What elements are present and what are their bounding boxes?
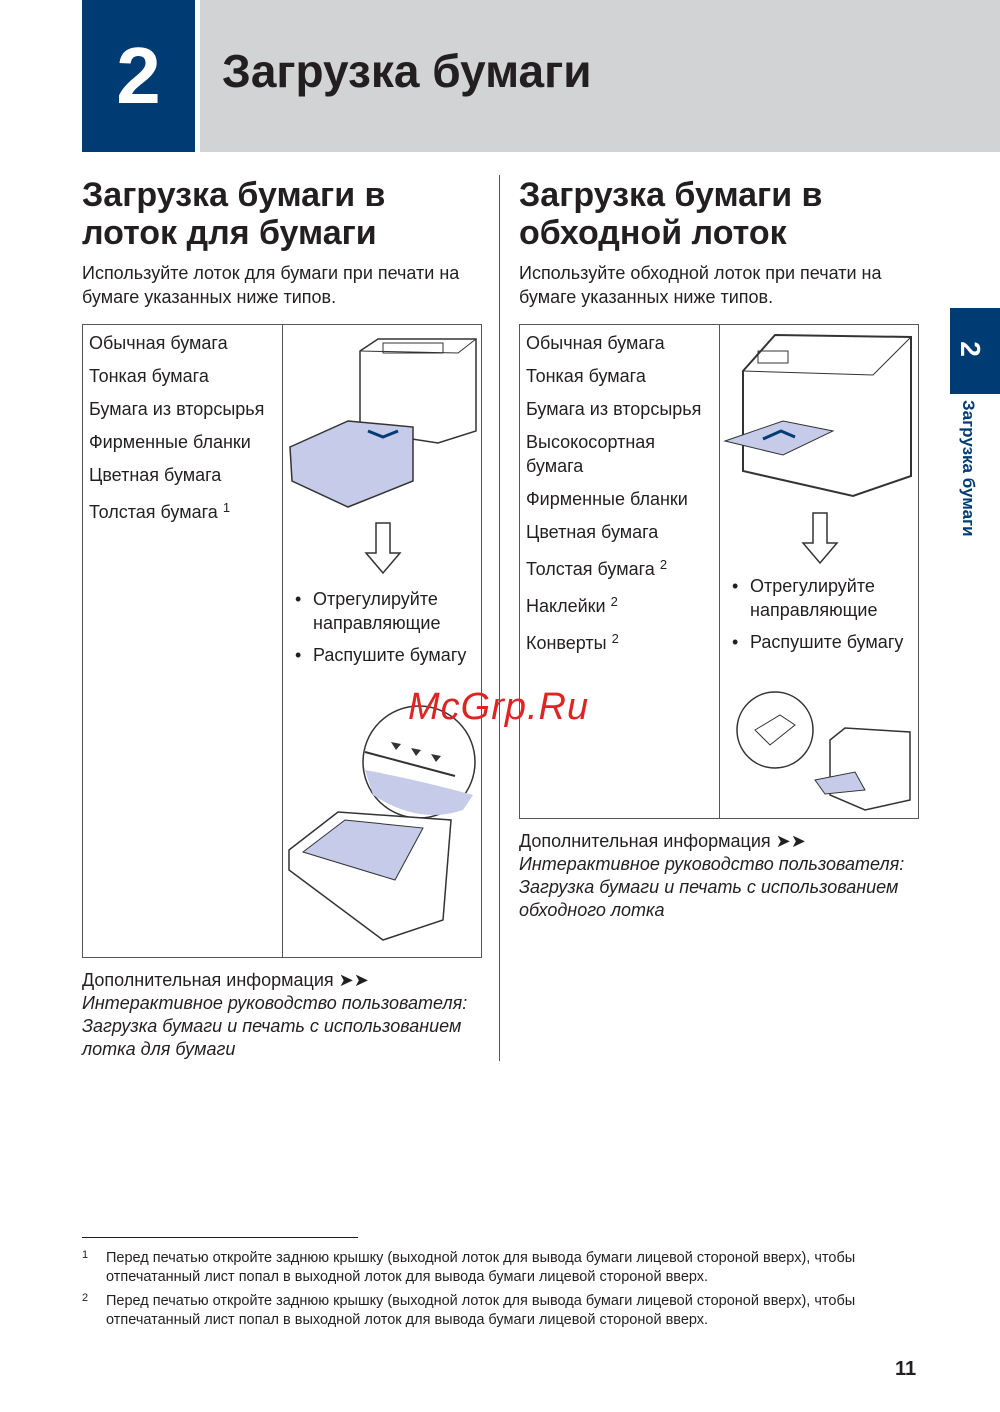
footnote-ref: 2	[659, 557, 668, 572]
paper-type-item: Тонкая бумага	[89, 364, 274, 388]
user-guide-link[interactable]: Интерактивное руководство пользователя	[519, 854, 900, 874]
paper-type-label: Обычная бумага	[89, 333, 228, 353]
paper-type-label: Бумага из вторсырья	[89, 399, 265, 419]
column-divider	[499, 175, 500, 1061]
page-number: 11	[895, 1358, 917, 1380]
side-tab-number: 2	[954, 341, 986, 357]
paper-type-item: Обычная бумага	[89, 331, 274, 355]
paper-type-item: Наклейки 2	[526, 590, 711, 618]
right-description: Используйте обходной лоток при печати на…	[519, 263, 882, 307]
paper-type-label: Цветная бумага	[526, 522, 659, 542]
side-tab-text: Загрузка бумаги	[959, 400, 978, 537]
side-chapter-tab[interactable]: 2	[950, 308, 1000, 394]
paper-type-item: Толстая бумага 2	[526, 553, 711, 581]
paper-type-label: Наклейки	[526, 596, 606, 616]
step-item: Отрегулируйте направляющие	[295, 587, 475, 635]
paper-type-label: Высокосортная бумага	[526, 432, 656, 476]
paper-type-item: Цветная бумага	[526, 520, 711, 544]
right-heading: Загрузка бумаги в обходной лоток	[519, 176, 823, 252]
paper-type-item: Обычная бумага	[526, 331, 711, 355]
step-item: Распушите бумагу	[732, 630, 912, 654]
footnote-ref: 2	[611, 631, 619, 646]
paper-type-label: Тонкая бумага	[526, 366, 646, 386]
chapter-header-bar	[200, 0, 1000, 152]
more-info-topic[interactable]: : Загрузка бумаги и печать с использован…	[82, 993, 468, 1059]
paper-type-label: Толстая бумага	[526, 559, 655, 579]
step-item: Отрегулируйте направляющие	[732, 574, 912, 622]
paper-type-item: Конверты 2	[526, 627, 711, 655]
paper-type-item: Высокосортная бумага	[526, 430, 711, 478]
right-steps: Отрегулируйте направляющиеРаспушите бума…	[732, 574, 912, 662]
paper-type-label: Обычная бумага	[526, 333, 665, 353]
left-description: Используйте лоток для бумаги при печати …	[82, 263, 460, 307]
paper-type-item: Фирменные бланки	[526, 487, 711, 511]
left-steps: Отрегулируйте направляющиеРаспушите бума…	[295, 587, 475, 675]
paper-type-label: Бумага из вторсырья	[526, 399, 702, 419]
right-more-info: Дополнительная информация ➤➤ Интерактивн…	[519, 830, 929, 922]
paper-type-item: Цветная бумага	[89, 463, 274, 487]
watermark: McGrp.Ru	[408, 686, 590, 728]
mp-tray-detail-illustration	[736, 691, 911, 811]
more-info-label: Дополнительная информация ➤➤	[82, 970, 369, 990]
paper-type-label: Фирменные бланки	[89, 432, 251, 452]
arrow-down-icon	[801, 512, 839, 565]
step-item: Распушите бумагу	[295, 643, 475, 667]
paper-type-item: Бумага из вторсырья	[526, 397, 711, 421]
fan-paper-illustration	[288, 705, 476, 941]
footnote-separator	[82, 1237, 358, 1238]
chapter-number: 2	[82, 0, 195, 152]
left-more-info: Дополнительная информация ➤➤ Интерактивн…	[82, 969, 492, 1061]
more-info-topic[interactable]: : Загрузка бумаги и печать с использован…	[519, 854, 905, 920]
paper-type-item: Толстая бумага 1	[89, 496, 274, 524]
arrow-down-icon	[364, 522, 402, 575]
paper-type-item: Тонкая бумага	[526, 364, 711, 388]
paper-type-label: Конверты	[526, 633, 607, 653]
paper-type-label: Толстая бумага	[89, 502, 218, 522]
paper-type-label: Тонкая бумага	[89, 366, 209, 386]
paper-type-item: Бумага из вторсырья	[89, 397, 274, 421]
more-info-label: Дополнительная информация ➤➤	[519, 831, 806, 851]
paper-type-item: Фирменные бланки	[89, 430, 274, 454]
footnote-ref: 2	[610, 594, 618, 609]
paper-type-label: Фирменные бланки	[526, 489, 688, 509]
chapter-title: Загрузка бумаги	[222, 45, 592, 97]
left-heading: Загрузка бумаги в лоток для бумаги	[82, 176, 386, 252]
user-guide-link[interactable]: Интерактивное руководство пользователя	[82, 993, 463, 1013]
mp-tray-printer-illustration	[723, 333, 912, 498]
footnote-ref: 1	[222, 500, 231, 515]
paper-type-label: Цветная бумага	[89, 465, 222, 485]
tray-printer-illustration	[289, 338, 477, 508]
